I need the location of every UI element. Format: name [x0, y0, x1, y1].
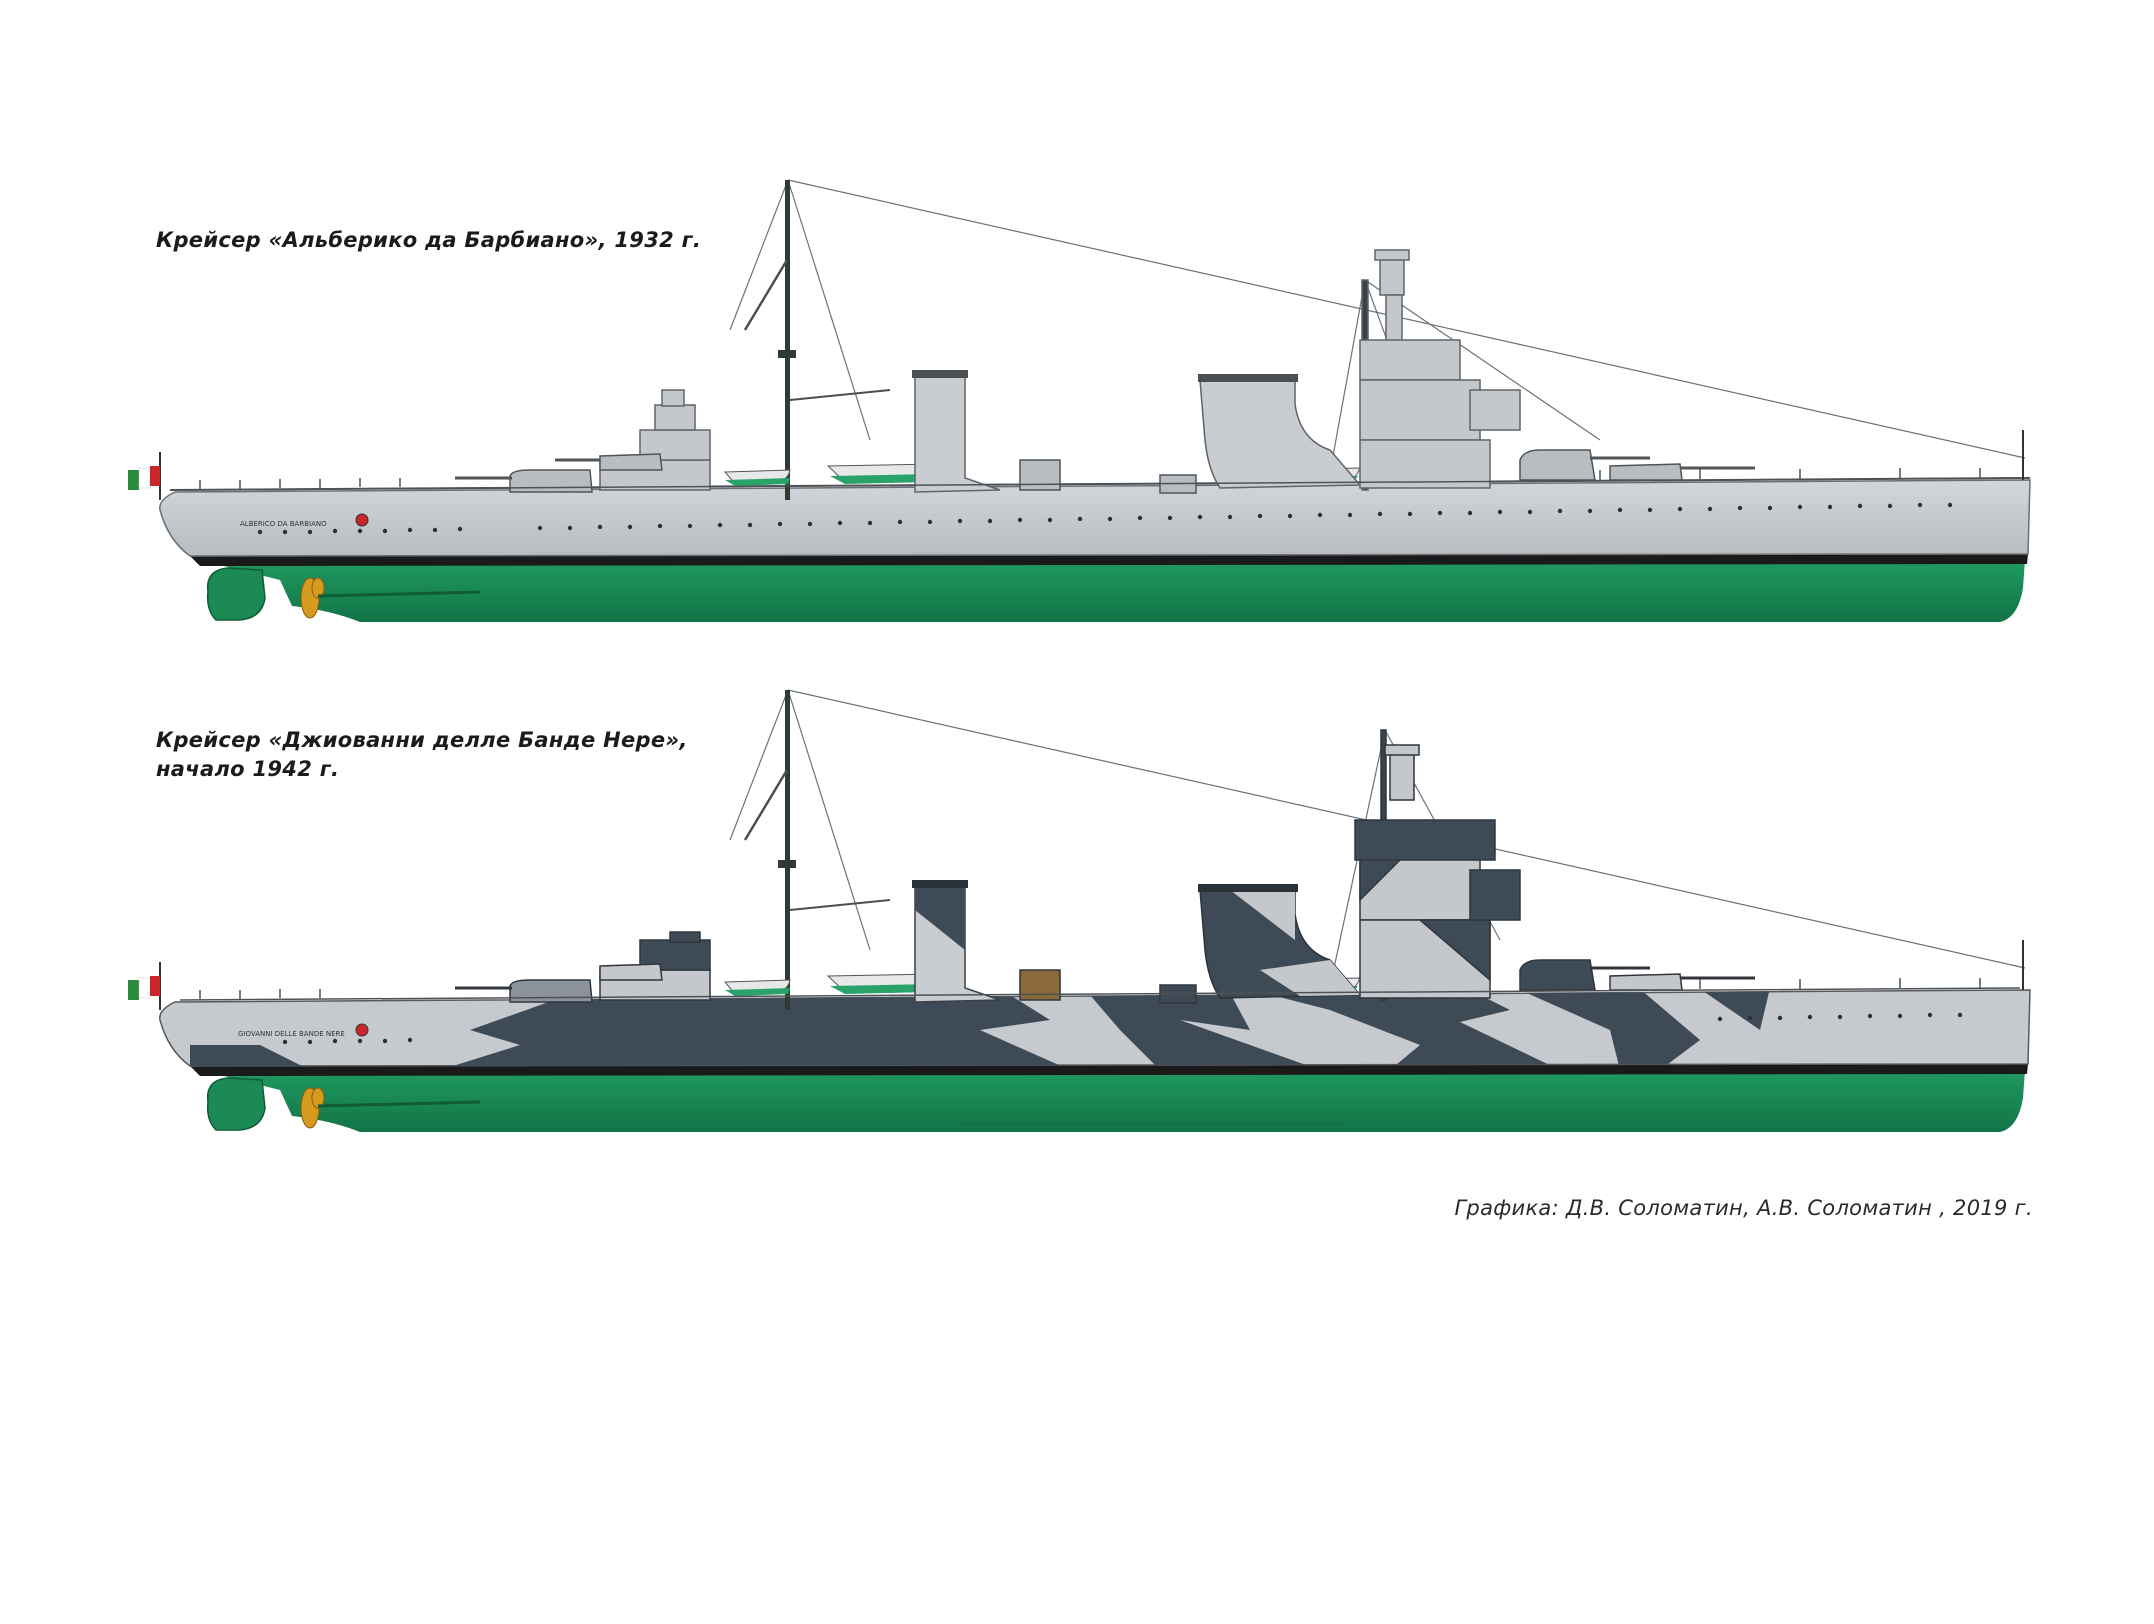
underwater-hull [200, 1070, 2025, 1132]
forward-funnel [912, 370, 1001, 493]
foremast [743, 180, 891, 500]
ship-1-caption: Крейсер «Альберико да Барбиано», 1932 г. [156, 226, 701, 255]
propeller-icon [300, 577, 325, 619]
portholes [282, 1012, 1963, 1045]
boot-topping [190, 554, 2028, 566]
portholes [257, 502, 1953, 535]
crest-icon [355, 513, 369, 527]
graphics-credit: Графика: Д.В. Соломатин, А.В. Соломатин … [1454, 1196, 2033, 1220]
after-turrets [1519, 449, 1755, 481]
after-turrets [1519, 959, 1755, 991]
crest-icon [355, 1023, 369, 1037]
forward-funnel [912, 880, 1001, 1003]
hull-side [159, 479, 2031, 557]
italian-naval-ensign-icon [128, 962, 161, 1010]
ship-1-hull-name: ALBERICO DA BARBIANO [240, 520, 327, 528]
rudder [206, 1077, 266, 1131]
ship-1-caption-text: Крейсер «Альберико да Барбиано», 1932 г. [156, 228, 702, 252]
forward-superstructure [599, 389, 711, 491]
main-tower [1354, 729, 1521, 1001]
forward-turret [455, 453, 663, 493]
ship-2-caption: Крейсер «Джиованни делле Банде Нере», на… [156, 726, 688, 784]
after-funnel [1198, 884, 1362, 999]
rudder [206, 567, 266, 621]
ship-2-caption-line-1: Крейсер «Джиованни делле Банде Нере», [156, 728, 688, 752]
deck-railing [179, 468, 2021, 491]
propeller-shaft [317, 590, 481, 598]
boot-topping [190, 1064, 2028, 1076]
main-tower [1359, 249, 1521, 491]
propeller-shaft [317, 1100, 481, 1108]
after-funnel [1198, 374, 1362, 489]
ship-2-profile: GIOVANNI DELLE BANDE NERE [128, 689, 2031, 1132]
ship-1-profile: ALBERICO DA BARBIANO [128, 179, 2031, 622]
foremast [743, 690, 891, 1010]
ship-2-hull-name: GIOVANNI DELLE BANDE NERE [238, 1030, 345, 1038]
forward-turret [455, 963, 663, 1003]
underwater-hull [200, 560, 2025, 622]
italian-naval-ensign-icon [128, 452, 161, 500]
ship-2-caption-line-2: начало 1942 г. [156, 757, 340, 781]
propeller-icon [300, 1087, 325, 1129]
dazzle-camouflage [190, 990, 1770, 1066]
deck-railing [179, 978, 2021, 1001]
